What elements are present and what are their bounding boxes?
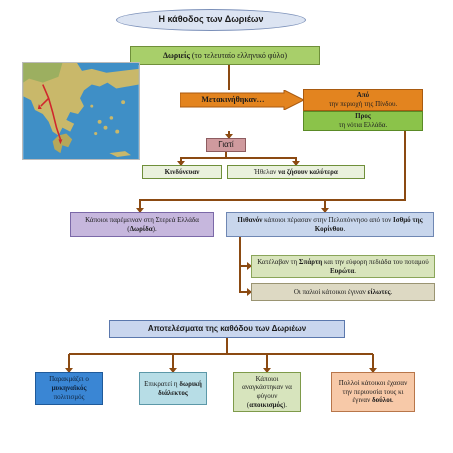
settled-text-1: Κατέλαβαν τη xyxy=(257,257,299,266)
reason-danger-box: Κινδύνευαν xyxy=(142,165,222,179)
result-4-text-1: Πολλοί κάτοικοι έχασαν την περιουσία του… xyxy=(338,378,408,405)
crossed-box: Πιθανόν κάποιοι πέρασαν στην Πελοπόννησο… xyxy=(226,212,434,237)
crossed-text-1: κάποιοι πέρασαν στην Πελοπόννησο από τον xyxy=(262,215,394,224)
result-3-bold: αποικισμός xyxy=(249,400,283,409)
result-4-text-2: . xyxy=(391,396,394,405)
result-2-bold: δωρική διάλεκτος xyxy=(158,379,202,397)
settled-text-2: και την εύφορη πεδιάδα του ποταμού xyxy=(322,257,429,266)
greece-map-image xyxy=(22,62,140,160)
crossed-bold-2: Ισθμό της Κορίνθου xyxy=(314,215,423,233)
result-3-text-1: Κάποιοι αναγκάστηκαν να φύγουν ( xyxy=(242,374,292,409)
to-label: Προς xyxy=(355,112,371,121)
helots-text-1: Οι παλιοί κάτοικοι έγιναν xyxy=(293,287,368,296)
why-box: Γιατί xyxy=(206,138,246,152)
result-mycenaean-box: Παρακμάζει ο μυκηναϊκός πολιτισμός xyxy=(35,372,103,405)
stayed-box: Κάποιοι παρέμειναν στη Στερεά Ελλάδα (Δω… xyxy=(70,212,214,237)
from-box: Από την περιοχή της Πίνδου. xyxy=(303,89,423,111)
results-title-box: Αποτελέσματα της καθόδου των Δωριέων xyxy=(109,320,345,338)
reason-better-prefix: Ήθελαν xyxy=(254,167,279,176)
reason-danger: Κινδύνευαν xyxy=(164,167,200,176)
stayed-text-pre: Κάποιοι παρέμειναν στη Στερεά Ελλάδα ( xyxy=(85,215,199,233)
to-text: τη νότια Ελλάδα. xyxy=(338,121,388,129)
helots-bold: είλωτες xyxy=(367,287,391,296)
results-title: Αποτελέσματα της καθόδου των Δωριέων xyxy=(147,324,307,333)
dorians-box: Δωριείς (το τελευταίο ελληνικό φύλο) xyxy=(130,46,320,65)
settled-bold-2: Ευρώτα xyxy=(329,266,355,275)
result-3-text-2: ). xyxy=(282,400,288,409)
stayed-text-post: ). xyxy=(152,224,157,233)
diagram-title-text: Η κάθοδος των Δωριέων xyxy=(158,14,264,25)
dorians-description: (το τελευταίο ελληνικό φύλο) xyxy=(189,50,288,60)
crossed-text-2: . xyxy=(343,224,346,233)
to-box: Προς τη νότια Ελλάδα. xyxy=(303,111,423,131)
helots-text-2: . xyxy=(390,287,393,296)
reason-better-life-box: Ήθελαν να ζήσουν καλύτερα xyxy=(227,165,365,179)
diagram-title: Η κάθοδος των Δωριέων xyxy=(116,9,306,31)
dorians-label: Δωριείς xyxy=(162,50,190,60)
settled-box: Κατέλαβαν τη Σπάρτη και την εύφορη πεδιά… xyxy=(251,255,435,278)
result-1-text-1: Παρακμάζει ο xyxy=(49,375,89,384)
result-4-bold: δούλοι xyxy=(372,396,392,405)
result-1-bold: μυκηναϊκός xyxy=(51,384,87,393)
settled-bold-1: Σπάρτη xyxy=(298,257,323,266)
result-dialect-box: Επικρατεί η δωρική διάλεκτος xyxy=(139,372,207,405)
helots-box: Οι παλιοί κάτοικοι έγιναν είλωτες. xyxy=(251,283,435,301)
reason-better-bold: να ζήσουν καλύτερα xyxy=(278,167,338,176)
crossed-bold-1: Πιθανόν xyxy=(237,215,263,224)
stayed-bold: Δωρίδα xyxy=(129,224,153,233)
from-text: την περιοχή της Πίνδου. xyxy=(328,100,398,108)
moved-arrow xyxy=(180,90,304,110)
why-label: Γιατί xyxy=(218,140,234,149)
result-1-text-2: πολιτισμός xyxy=(53,392,85,401)
settled-text-3: . xyxy=(354,266,357,275)
result-colonization-box: Κάποιοι αναγκάστηκαν να φύγουν (αποικισμ… xyxy=(233,372,301,412)
moved-label-box: Μετακινήθηκαν… xyxy=(180,90,286,110)
result-2-text-1: Επικρατεί η xyxy=(144,379,180,388)
result-slaves-box: Πολλοί κάτοικοι έχασαν την περιουσία του… xyxy=(331,372,415,412)
moved-label: Μετακινήθηκαν… xyxy=(201,95,265,104)
from-label: Από xyxy=(356,91,370,100)
